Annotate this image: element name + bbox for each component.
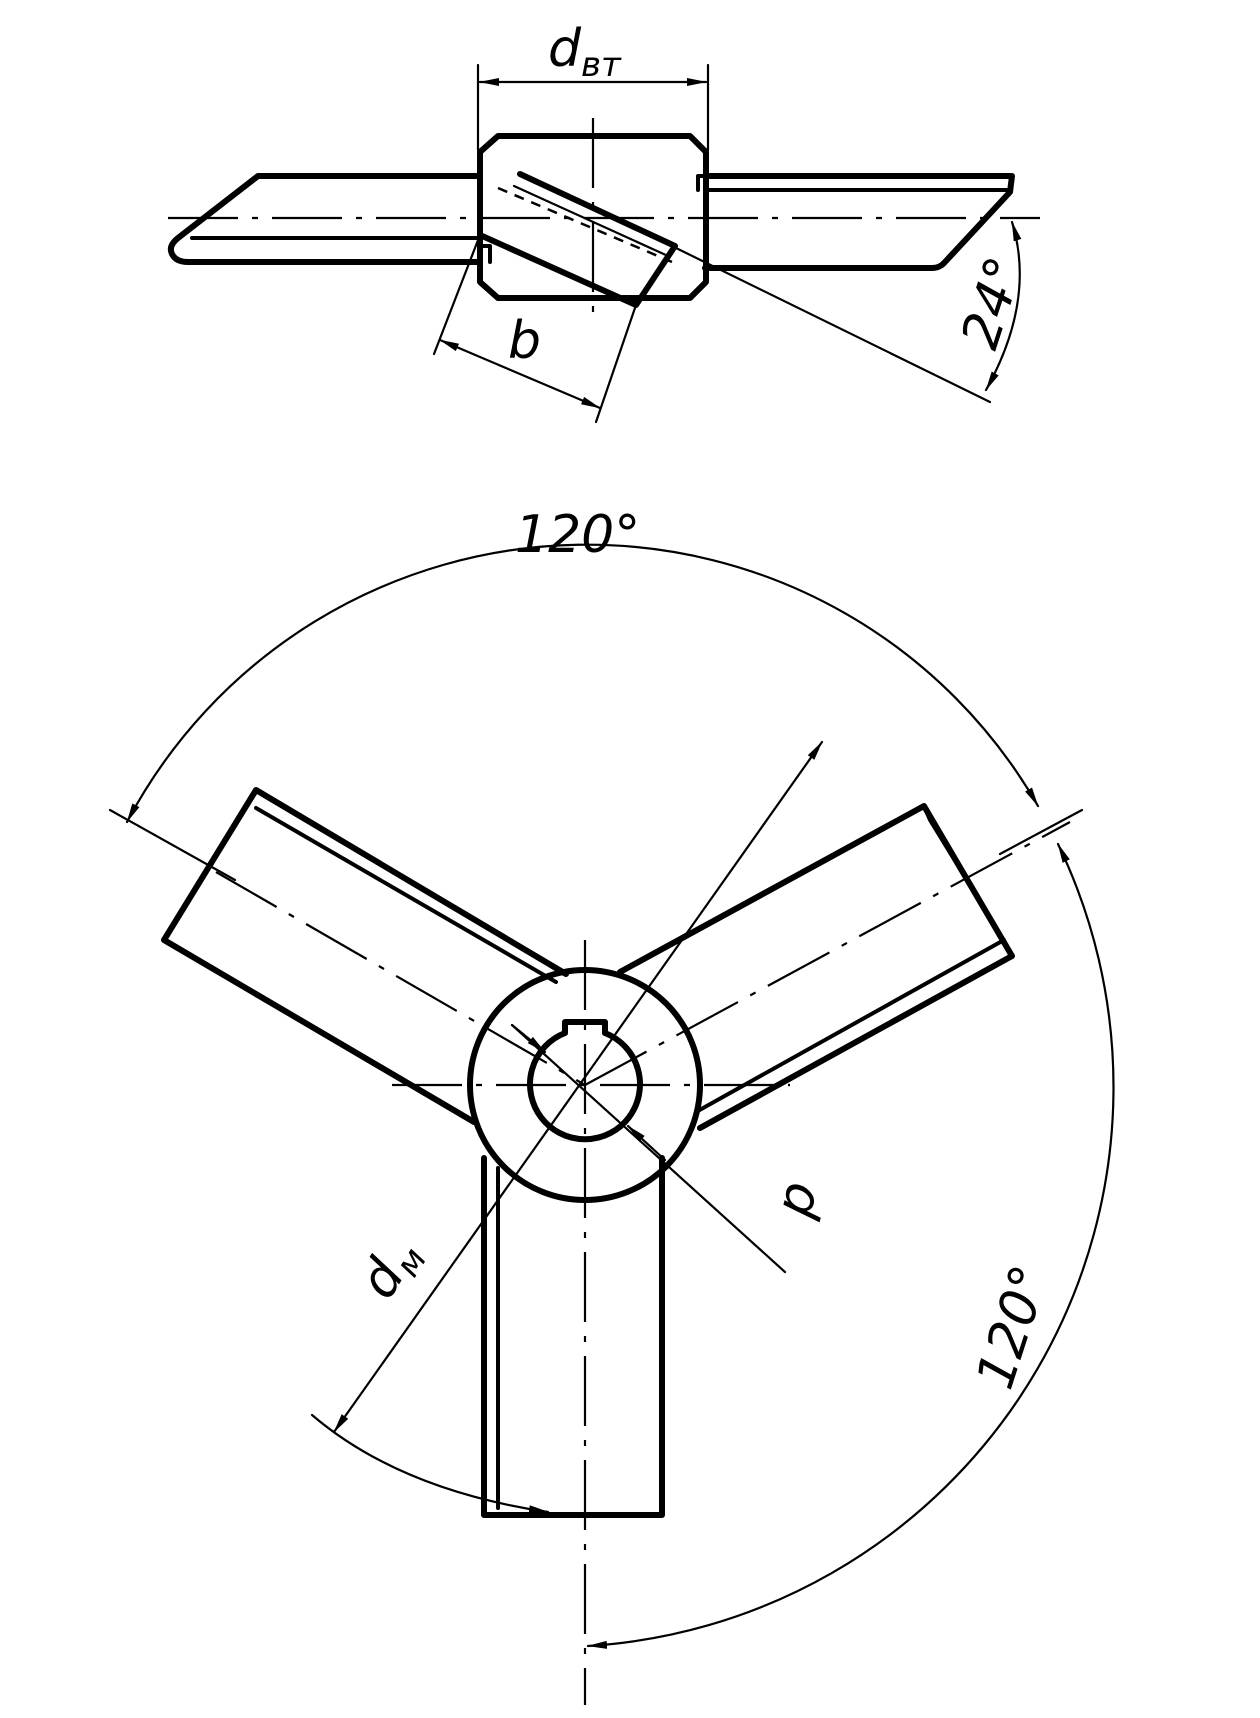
right-blade-slot — [696, 174, 707, 192]
blade-width-label: b — [508, 311, 541, 371]
upper-left-blade-edge — [254, 806, 558, 984]
right-angle-arc — [586, 842, 1115, 1649]
top-angle-label: 120° — [515, 505, 640, 565]
shaft-diameter-line — [510, 1023, 787, 1274]
blade-angle-reference-line — [674, 246, 992, 404]
right-angle-extension — [998, 808, 1084, 856]
stirrer-diameter-line — [332, 740, 824, 1434]
hub-side — [477, 133, 709, 301]
blade-width-dimension-line — [438, 338, 602, 410]
blade-section — [477, 171, 678, 308]
blade-angle-label: 24° — [950, 250, 1036, 356]
shaft-diameter-label: d — [769, 1177, 836, 1225]
top-angle-extension-left — [108, 808, 237, 882]
blade-width-extension-2 — [594, 303, 638, 424]
shaft-diameter-arrow-1 — [510, 1023, 547, 1054]
blade-hidden-edge — [497, 186, 673, 264]
side-view: dвт b 24° — [167, 19, 1040, 424]
hub-diameter-label: dвт — [548, 19, 622, 85]
upper-right-blade-edge — [694, 938, 1006, 1114]
upper-left-blade-axis — [215, 871, 586, 1086]
blade-width-extension-1 — [432, 233, 482, 356]
stirrer-diameter-label: dм — [348, 1227, 435, 1312]
left-blade-side — [167, 173, 483, 265]
upper-left-blade — [161, 787, 569, 1125]
left-blade-slot — [478, 244, 492, 264]
blade-section-inner — [512, 184, 670, 258]
upper-right-blade-tip — [922, 804, 1008, 946]
blade-angle-arc — [984, 220, 1022, 392]
plan-view: dм d 120° 120° — [108, 505, 1115, 1705]
right-angle-label: 120° — [965, 1258, 1061, 1396]
right-blade-side — [702, 173, 1015, 271]
shaft-diameter-arrow-2 — [626, 1124, 667, 1162]
lower-blade — [481, 1155, 665, 1518]
top-angle-arc — [125, 543, 1040, 824]
lower-left-arc — [310, 1413, 550, 1514]
